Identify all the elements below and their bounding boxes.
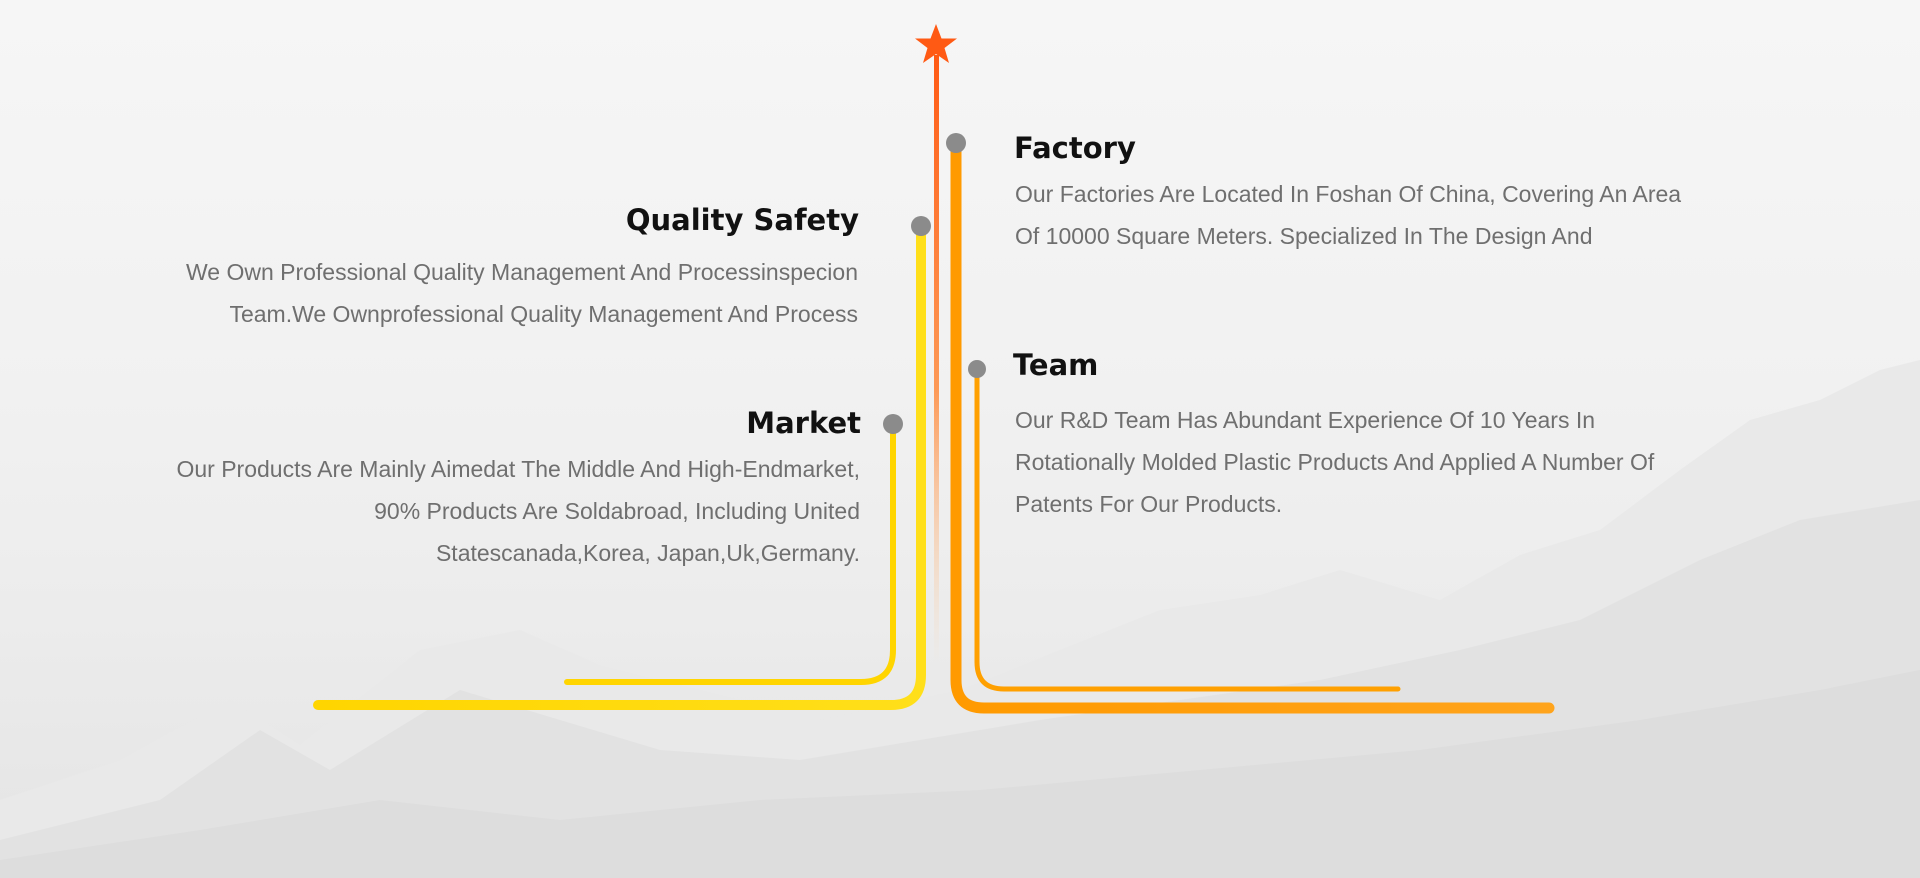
factory-connector xyxy=(950,137,1555,714)
quality-safety-connector xyxy=(313,221,926,710)
quality-safety-description-line: Team.We Ownprofessional Quality Manageme… xyxy=(229,301,858,327)
team-description-line: Patents For Our Products. xyxy=(1015,491,1283,517)
team-description: Our R&D Team Has Abundant Experience Of … xyxy=(1015,399,1654,525)
team-description-line: Rotationally Molded Plastic Products And… xyxy=(1015,449,1655,475)
star-icon xyxy=(915,24,957,63)
team-connector xyxy=(974,366,1401,692)
market-description-line: Our Products Are Mainly Aimedat The Midd… xyxy=(176,456,860,482)
market-heading: Market xyxy=(746,406,861,440)
quality-safety-description: We Own Professional Quality Management A… xyxy=(90,251,858,335)
market-description: Our Products Are Mainly Aimedat The Midd… xyxy=(60,448,860,574)
quality-safety-node-dot xyxy=(911,216,931,236)
quality-safety-description-line: We Own Professional Quality Management A… xyxy=(185,259,858,285)
factory-node-dot xyxy=(946,133,966,153)
factory-description-line: Of 10000 Square Meters. Specialized In T… xyxy=(1015,223,1593,249)
team-node-dot xyxy=(968,360,986,378)
factory-heading: Factory xyxy=(1014,131,1136,165)
quality-safety-heading: Quality Safety xyxy=(625,203,859,237)
market-node-dot xyxy=(883,414,903,434)
team-description-line: Our R&D Team Has Abundant Experience Of … xyxy=(1015,407,1596,433)
team-heading: Team xyxy=(1013,348,1099,382)
market-description-line: 90% Products Are Soldabroad, Including U… xyxy=(374,498,860,524)
factory-description: Our Factories Are Located In Foshan Of C… xyxy=(1015,173,1681,257)
center-beam xyxy=(934,55,939,665)
market-connector xyxy=(564,421,896,685)
market-description-line: Statescanada,Korea, Japan,Uk,Germany. xyxy=(435,540,860,566)
factory-description-line: Our Factories Are Located In Foshan Of C… xyxy=(1015,181,1682,207)
